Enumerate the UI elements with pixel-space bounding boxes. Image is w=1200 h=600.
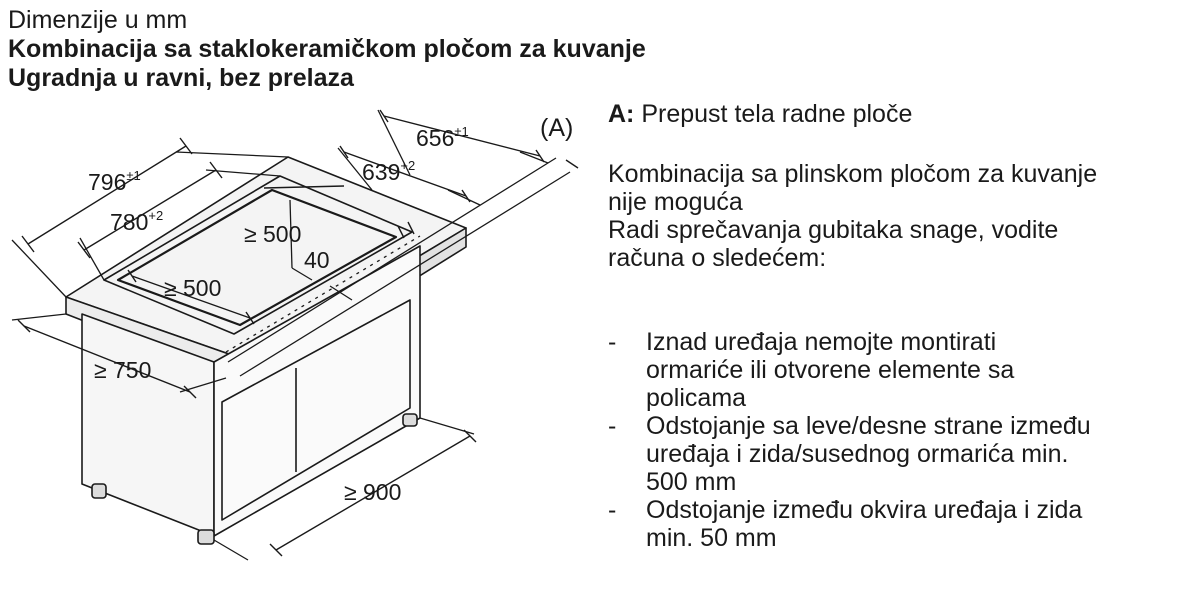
- dim-500-left-label: ≥ 500: [164, 275, 221, 301]
- dim-line-500-depth: [263, 185, 345, 189]
- dim-750-label: ≥ 750: [94, 357, 151, 383]
- legend-text: Prepust tela radne ploče: [641, 100, 913, 128]
- dim-656-label: 656±1: [416, 124, 469, 151]
- hob-glass: [116, 188, 398, 327]
- dim-line-796: [27, 145, 187, 245]
- dim-line-500-left: [131, 275, 251, 319]
- list-item: - Odstojanje sa leve/desne strane između…: [608, 412, 1091, 496]
- dim-line-656: [383, 115, 541, 157]
- list-item: - Iznad uređaja nemojte montirati ormari…: [608, 328, 1015, 412]
- dim-796-label: 796±1: [88, 168, 141, 195]
- dim-900-label: ≥ 900: [344, 479, 401, 505]
- header: Dimenzije u mm Kombinacija sa staklokera…: [8, 6, 646, 93]
- header-subtitle: Ugradnja u ravni, bez prelaza: [8, 64, 354, 92]
- requirements-list: - Iznad uređaja nemojte montirati ormari…: [608, 328, 1193, 552]
- cabinet-foot-right: [402, 413, 418, 427]
- header-title: Kombinacija sa staklokeramičkom pločom z…: [8, 35, 646, 63]
- cabinet-foot-front: [197, 529, 215, 545]
- note-power-loss: Radi sprečavanja gubitaka snage, vodite …: [608, 216, 1059, 272]
- dim-500-depth-label: ≥ 500: [244, 221, 301, 247]
- legend-key: A:: [608, 100, 635, 128]
- notes-panel: A: Prepust tela radne ploče Kombinacija …: [608, 100, 1193, 552]
- hob-frame: [103, 175, 413, 335]
- dim-line-900: [275, 435, 471, 551]
- dim-40-label: 40: [304, 247, 330, 273]
- note-gas-hob: Kombinacija sa plinskom pločom za kuvanj…: [608, 160, 1098, 216]
- installation-diagram: 656±1 639+2 796±1 780+2 ≥ 500 ≥ 500 40 ≥…: [11, 109, 579, 561]
- dim-line-639: [343, 151, 467, 197]
- header-units: Dimenzije u mm: [8, 6, 188, 34]
- dim-line-750: [23, 325, 191, 393]
- label-a: (A): [540, 114, 573, 142]
- cabinet-foot-left: [91, 483, 107, 499]
- worktop-overhang-line: [225, 235, 421, 353]
- cabinet-opening: [221, 299, 411, 521]
- list-item: - Odstojanje između okvira uređaja i zid…: [608, 496, 1083, 552]
- dim-639-label: 639+2: [362, 158, 415, 185]
- dim-780-label: 780+2: [110, 208, 163, 235]
- legend-a: A: Prepust tela radne ploče: [608, 100, 1193, 128]
- dim-line-780: [83, 169, 217, 251]
